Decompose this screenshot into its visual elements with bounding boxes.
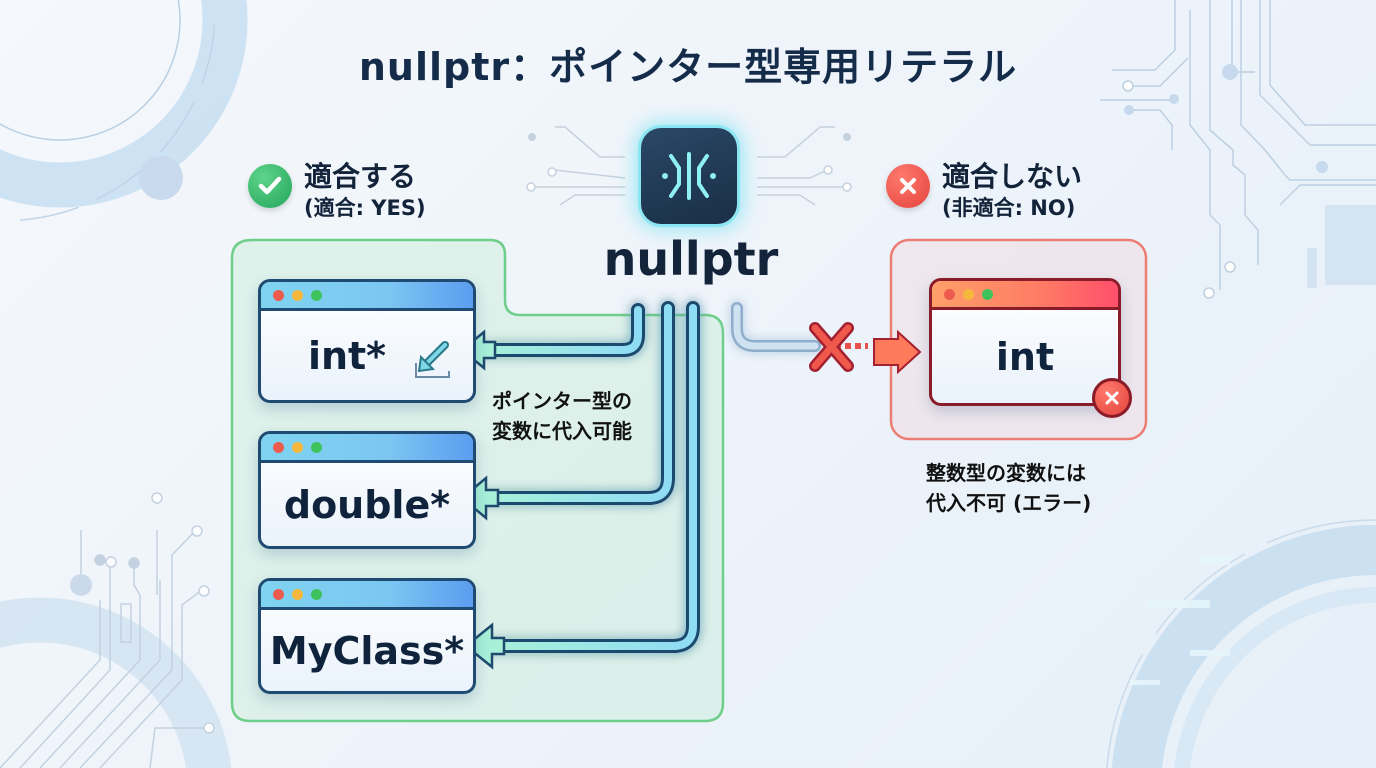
ring-decoration-bottom-left (0, 492, 232, 768)
nullptr-chip-icon (641, 128, 737, 224)
ring-decoration-bottom-right (1106, 519, 1376, 768)
ring-decoration-top-left (0, 0, 248, 221)
blocked-arrow (809, 322, 922, 375)
compatible-title: 適合する (304, 160, 417, 193)
page-title: nullptr：ポインター型専用リテラル (358, 45, 1018, 89)
error-icon (1092, 378, 1132, 418)
block-x-icon (809, 322, 854, 372)
compatible-caption: ポインター型の 変数に代入可能 (492, 389, 632, 443)
type-label: MyClass* (269, 628, 465, 673)
cross-icon (886, 164, 930, 208)
compatible-heading: 適合する (適合: YES) (248, 160, 426, 222)
check-icon (248, 164, 292, 208)
type-label: double* (283, 482, 451, 527)
incompatible-heading: 適合しない (非適合: NO) (886, 160, 1082, 222)
incompatible-caption: 整数型の変数には 代入不可 (エラー) (926, 461, 1092, 515)
type-box-int: int (929, 278, 1121, 406)
nullptr-label: nullptr (603, 232, 779, 286)
type-box-int-ptr: int* (258, 279, 476, 403)
compatible-subtitle: (適合: YES) (304, 196, 426, 220)
type-box-double-ptr: double* (258, 431, 476, 549)
assign-arrow-icon (415, 341, 450, 378)
incompatible-title: 適合しない (942, 160, 1083, 193)
type-label: int* (307, 333, 387, 378)
type-box-myclass-ptr: MyClass* (258, 578, 476, 694)
incompatible-subtitle: (非適合: NO) (942, 196, 1076, 220)
connector-pipes (473, 301, 821, 653)
type-label: int (995, 334, 1055, 379)
